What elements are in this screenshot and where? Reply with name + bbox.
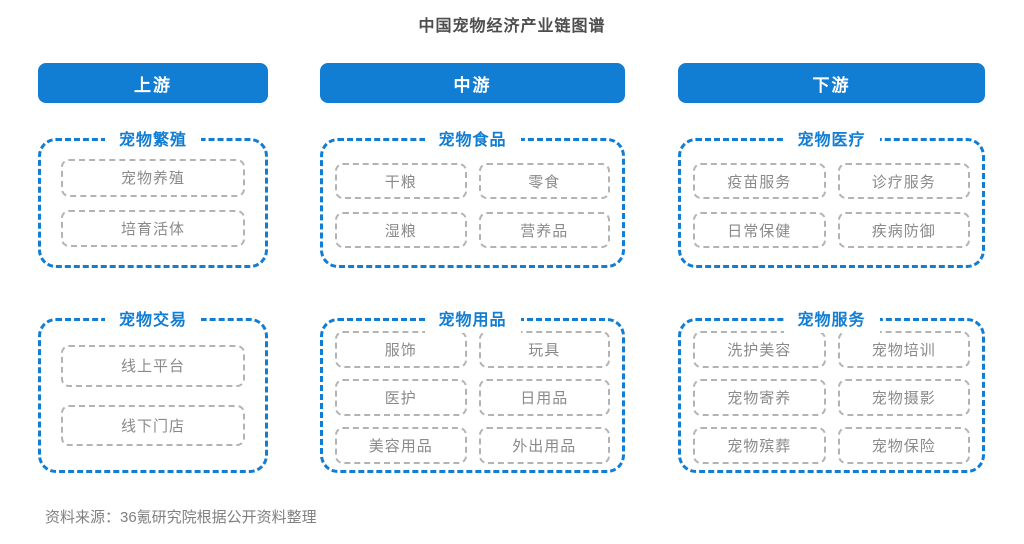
group-title-pet-medical: 宠物医疗 [783,128,880,153]
item-daily-goods: 日用品 [478,379,610,416]
item-pet-insurance: 宠物保险 [837,427,970,464]
header-midstream: 中游 [320,63,625,103]
group-items: 宠物养殖 培育活体 [41,141,265,265]
column-upstream: 上游 宠物繁殖 宠物养殖 培育活体 宠物交易 线上平台 线下门店 [38,63,268,473]
item-wet-food: 湿粮 [335,212,467,248]
item-grooming-goods: 美容用品 [335,427,467,464]
item-diagnosis-service: 诊疗服务 [837,163,970,199]
item-pet-boarding: 宠物寄养 [693,379,826,416]
item-snacks: 零食 [478,163,610,199]
group-items: 洗护美容 宠物培训 宠物寄养 宠物摄影 宠物殡葬 宠物保险 [681,321,982,470]
group-title-pet-services: 宠物服务 [783,308,880,333]
group-pet-services: 宠物服务 洗护美容 宠物培训 宠物寄养 宠物摄影 宠物殡葬 宠物保险 [678,308,985,473]
item-live-breeding: 培育活体 [61,209,245,247]
column-midstream: 中游 宠物食品 干粮 零食 湿粮 营养品 宠物用品 服饰 玩具 医护 日用品 美… [320,63,625,473]
columns-container: 上游 宠物繁殖 宠物养殖 培育活体 宠物交易 线上平台 线下门店 中游 宠物食品 [38,63,985,473]
item-pet-funeral: 宠物殡葬 [693,427,826,464]
item-pet-training: 宠物培训 [837,331,970,368]
item-nutrition: 营养品 [478,212,610,248]
item-toys: 玩具 [478,331,610,368]
item-pet-photography: 宠物摄影 [837,379,970,416]
group-items: 疫苗服务 诊疗服务 日常保健 疾病防御 [681,141,982,265]
item-disease-prevention: 疾病防御 [837,212,970,248]
source-note: 资料来源：36氪研究院根据公开资料整理 [45,509,317,526]
group-pet-supplies: 宠物用品 服饰 玩具 医护 日用品 美容用品 外出用品 [320,308,625,473]
item-dry-food: 干粮 [335,163,467,199]
group-items: 线上平台 线下门店 [41,321,265,470]
group-title-pet-food: 宠物食品 [424,128,521,153]
column-downstream: 下游 宠物医疗 疫苗服务 诊疗服务 日常保健 疾病防御 宠物服务 洗护美容 宠物… [678,63,985,473]
group-title-pet-breeding: 宠物繁殖 [104,128,202,153]
item-daily-healthcare: 日常保健 [693,212,826,248]
group-title-pet-supplies: 宠物用品 [424,308,521,333]
item-outing-goods: 外出用品 [478,427,610,464]
group-pet-trading: 宠物交易 线上平台 线下门店 [38,308,268,473]
item-medical-care: 医护 [335,379,467,416]
header-downstream: 下游 [678,63,985,103]
item-offline-store: 线下门店 [61,404,245,446]
item-pet-farming: 宠物养殖 [61,159,245,197]
group-title-pet-trading: 宠物交易 [104,308,202,333]
group-pet-breeding: 宠物繁殖 宠物养殖 培育活体 [38,128,268,268]
item-online-platform: 线上平台 [61,345,245,387]
item-vaccine-service: 疫苗服务 [693,163,826,199]
group-pet-medical: 宠物医疗 疫苗服务 诊疗服务 日常保健 疾病防御 [678,128,985,268]
group-items: 服饰 玩具 医护 日用品 美容用品 外出用品 [323,321,622,470]
group-pet-food: 宠物食品 干粮 零食 湿粮 营养品 [320,128,625,268]
header-upstream: 上游 [38,63,268,103]
page-title: 中国宠物经济产业链图谱 [418,18,606,35]
group-items: 干粮 零食 湿粮 营养品 [323,141,622,265]
item-clothing: 服饰 [335,331,467,368]
item-wash-grooming: 洗护美容 [693,331,826,368]
